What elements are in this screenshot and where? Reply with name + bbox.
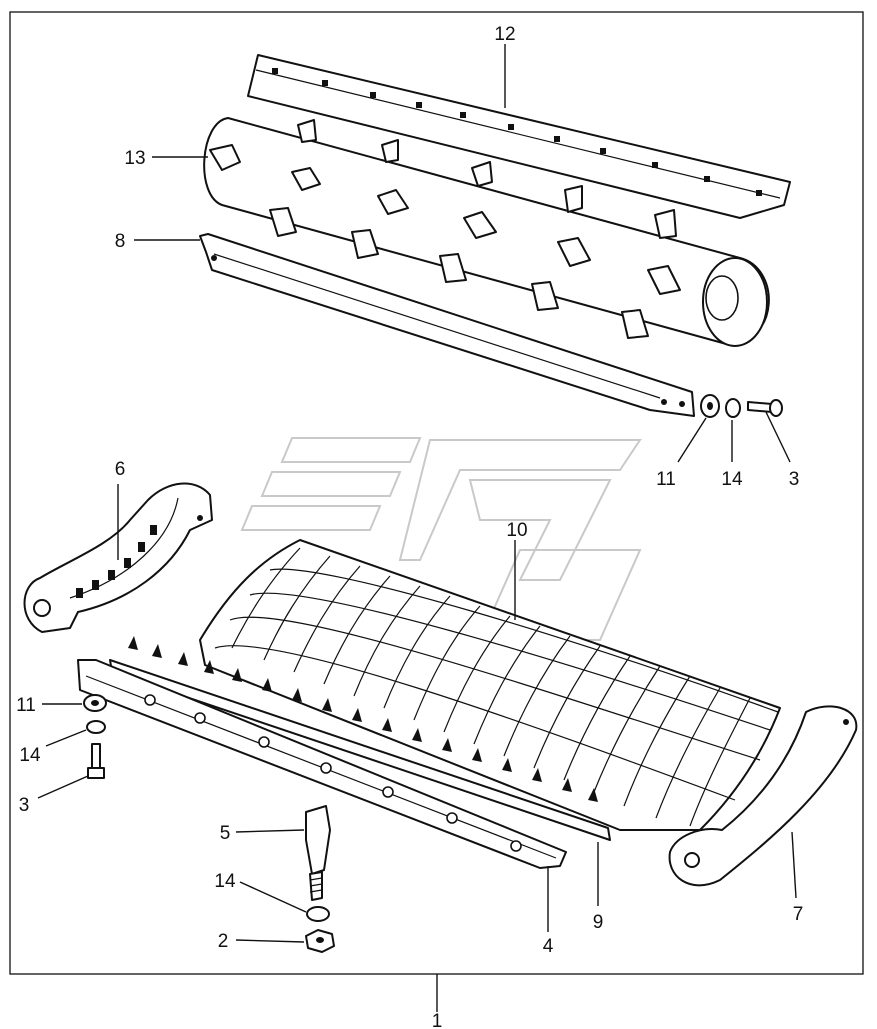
hardware-bolt-3-left bbox=[87, 743, 105, 779]
callout-12: 12 bbox=[494, 24, 515, 45]
part-12-cover-plate bbox=[247, 54, 791, 219]
leader-lines bbox=[37, 44, 797, 1012]
callout-14-left: 14 bbox=[19, 745, 41, 766]
hardware-lockwasher-14-left bbox=[86, 720, 106, 734]
hardware-bolt-3 bbox=[747, 399, 783, 417]
callout-11-left: 11 bbox=[16, 695, 36, 716]
callout-8: 8 bbox=[115, 231, 126, 252]
callout-4: 4 bbox=[543, 936, 554, 957]
callout-10: 10 bbox=[506, 520, 527, 541]
callout-1: 1 bbox=[432, 1011, 443, 1029]
part-7-side-plate bbox=[668, 705, 858, 887]
callout-3-left: 3 bbox=[19, 795, 30, 816]
callout-11-right: 11 bbox=[656, 469, 676, 490]
callout-13: 13 bbox=[124, 148, 145, 169]
part-8-bar bbox=[199, 233, 695, 417]
hardware-washer-11-left bbox=[83, 694, 107, 712]
part-5-stud bbox=[305, 805, 331, 901]
hardware-lockwasher-14-bottom bbox=[306, 906, 330, 922]
callout-2: 2 bbox=[218, 931, 229, 952]
callout-14-right: 14 bbox=[721, 469, 743, 490]
callout-6: 6 bbox=[115, 459, 126, 480]
callout-7: 7 bbox=[793, 904, 804, 925]
hardware-washer-11 bbox=[700, 394, 720, 418]
hardware-lockwasher-14 bbox=[725, 398, 741, 418]
part-4-rail bbox=[77, 659, 567, 869]
watermark-logo bbox=[240, 437, 642, 641]
part-13-drum bbox=[203, 117, 770, 347]
callout-9: 9 bbox=[593, 912, 604, 933]
callout-3-right: 3 bbox=[789, 469, 800, 490]
callout-5: 5 bbox=[220, 823, 231, 844]
callout-14-bottom: 14 bbox=[214, 871, 236, 892]
part-10-concave bbox=[199, 539, 781, 831]
hardware-nut-2 bbox=[305, 929, 335, 953]
